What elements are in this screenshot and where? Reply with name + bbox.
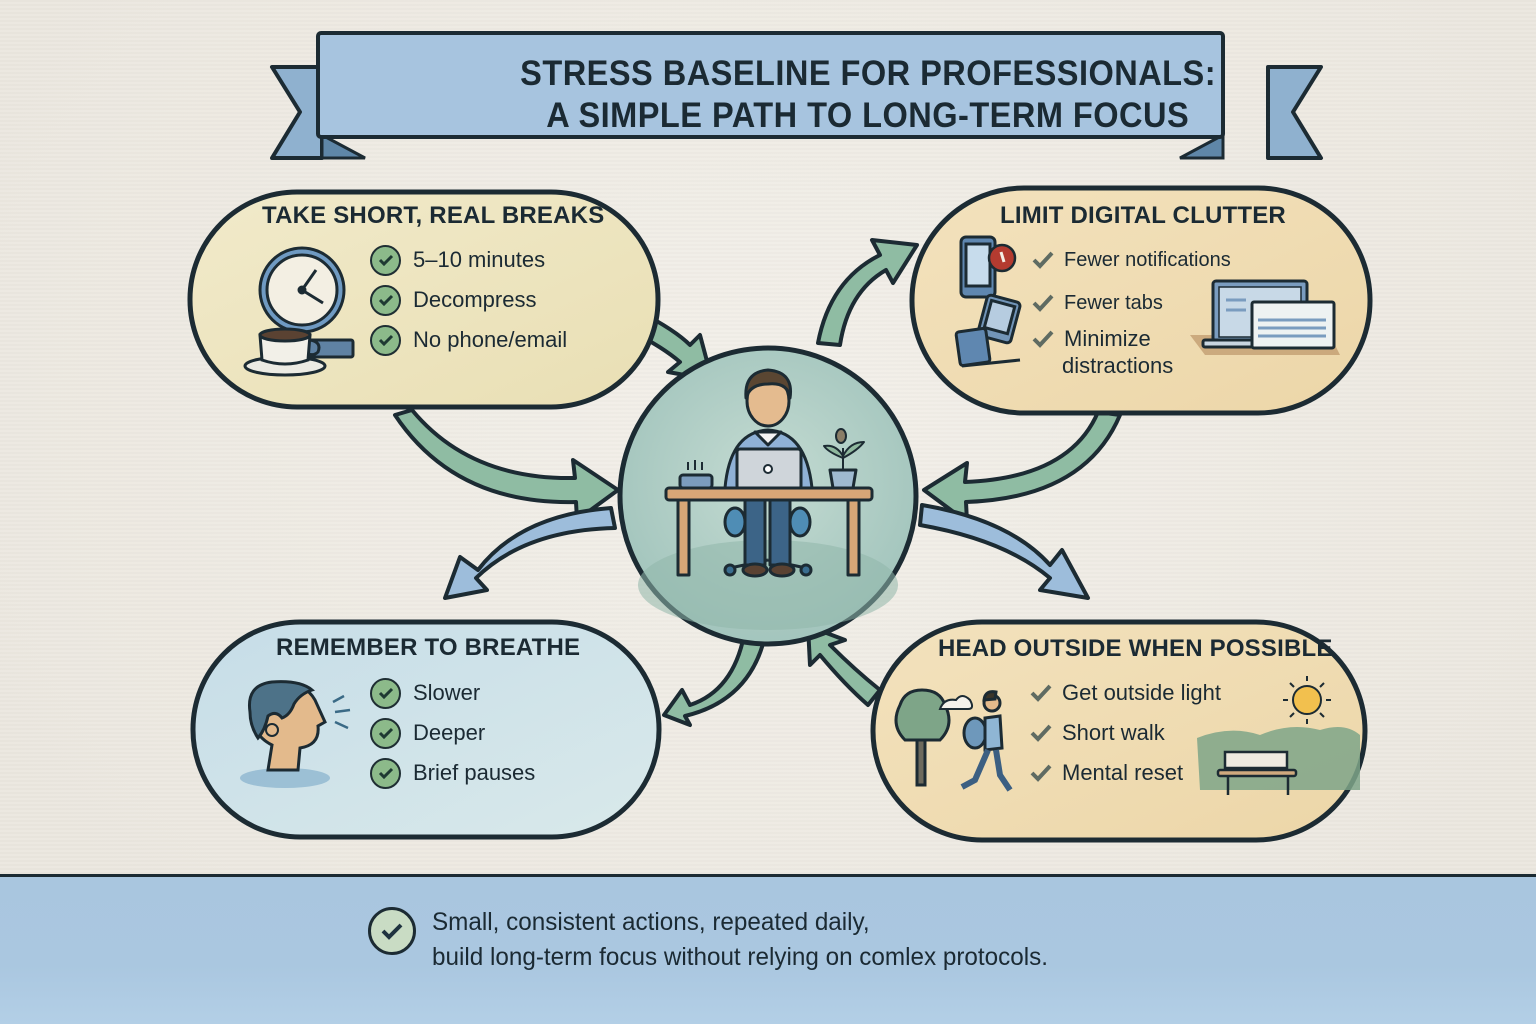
title-line-2: A SIMPLE PATH TO LONG-TERM FOCUS <box>546 95 1190 135</box>
title-ribbon <box>270 31 1323 160</box>
footer-line-1: Small, consistent actions, repeated dail… <box>432 908 870 936</box>
footer-line-2: build long-term focus without relying on… <box>432 943 1048 971</box>
item-label: distractions <box>1062 353 1174 378</box>
check-circle-icon <box>370 324 401 356</box>
checklist: Fewer notifications Fewer tabs Minimize … <box>1032 240 1231 379</box>
laptop-windows-icon <box>1190 279 1340 355</box>
arrow-center-to-outside-blue <box>918 503 1090 600</box>
arrow-center-to-breathe-blue <box>443 506 617 600</box>
check-circle-icon <box>370 757 401 789</box>
phone-icon <box>959 235 997 299</box>
list-item: No phone/email <box>370 320 567 360</box>
card-title: LIMIT DIGITAL CLUTTER <box>1000 202 1286 229</box>
check-circle-icon <box>370 244 401 276</box>
item-label: Fewer tabs <box>1064 291 1163 314</box>
list-item: 5–10 minutes <box>370 240 567 280</box>
card-title: REMEMBER TO BREATHE <box>276 634 581 661</box>
footer-content: Small, consistent actions, repeated dail… <box>368 905 1067 975</box>
checklist: Get outside light Short walk Mental rese… <box>1030 673 1221 793</box>
list-item: Fewer notifications <box>1032 240 1231 280</box>
check-circle-icon <box>370 677 401 709</box>
checkmark-icon <box>1032 294 1056 312</box>
card-digital-shape <box>909 185 1373 416</box>
item-label: Mental reset <box>1062 760 1184 785</box>
list-item: Minimize <box>1032 325 1231 353</box>
item-label: No phone/email <box>413 327 568 352</box>
item-label: Brief pauses <box>413 760 536 785</box>
checkmark-icon <box>1030 684 1054 702</box>
item-label: Slower <box>413 680 481 705</box>
checkmark-icon <box>1032 330 1056 348</box>
item-label: Get outside light <box>1062 680 1221 705</box>
title-banner: STRESS BASELINE FOR PROFESSIONALS: A SIM… <box>318 32 1418 157</box>
checklist: 5–10 minutes Decompress No phone/email <box>370 240 567 360</box>
list-item: Short walk <box>1030 713 1221 753</box>
clock-icon <box>258 246 346 334</box>
check-circle-icon <box>368 907 416 955</box>
checkmark-icon <box>1030 764 1054 782</box>
walking-person-icon <box>960 690 1013 792</box>
coffee-cup-icon <box>243 327 327 377</box>
keypad-icon <box>954 326 1021 368</box>
checklist: Slower Deeper Brief pauses <box>370 673 535 793</box>
list-item: Slower <box>370 673 535 713</box>
title-line-1: STRESS BASELINE FOR PROFESSIONALS: <box>520 53 1216 93</box>
list-item: Deeper <box>370 713 535 753</box>
park-bench-icon <box>1197 726 1360 795</box>
arrow-center-to-digital <box>816 238 919 347</box>
breathing-head-icon <box>240 680 351 788</box>
list-item: Brief pauses <box>370 753 535 793</box>
footer-text: Small, consistent actions, repeated dail… <box>432 905 1048 975</box>
arrow-digital-to-center <box>922 410 1122 524</box>
arrow-breaks-to-center-lower <box>393 408 620 522</box>
checkmark-icon <box>1030 724 1054 742</box>
item-label: 5–10 minutes <box>413 247 546 272</box>
list-item-continuation: distractions <box>1032 353 1231 379</box>
notification-badge-icon <box>987 243 1017 273</box>
card-title: TAKE SHORT, REAL BREAKS <box>262 202 605 229</box>
item-label: Short walk <box>1062 720 1165 745</box>
footer-banner: Small, consistent actions, repeated dail… <box>0 874 1536 1024</box>
list-item: Mental reset <box>1030 753 1221 793</box>
item-label: Fewer notifications <box>1064 248 1231 271</box>
checkmark-icon <box>1032 251 1056 269</box>
item-label: Minimize <box>1064 326 1151 351</box>
cloud-icon <box>938 695 974 710</box>
list-item: Decompress <box>370 280 567 320</box>
check-circle-icon <box>370 284 401 316</box>
item-label: Deeper <box>413 720 486 745</box>
tablet-icon <box>976 293 1022 345</box>
list-item: Fewer tabs <box>1032 283 1231 323</box>
person-at-desk-illustration <box>664 368 874 578</box>
sun-icon <box>1283 676 1331 724</box>
tree-icon <box>894 688 951 787</box>
list-item: Get outside light <box>1030 673 1221 713</box>
card-title: HEAD OUTSIDE WHEN POSSIBLE <box>938 635 1333 662</box>
check-circle-icon <box>370 717 401 749</box>
item-label: Decompress <box>413 287 537 312</box>
arrow-center-to-breathe <box>662 628 768 727</box>
arrow-outside-to-center <box>806 624 882 707</box>
